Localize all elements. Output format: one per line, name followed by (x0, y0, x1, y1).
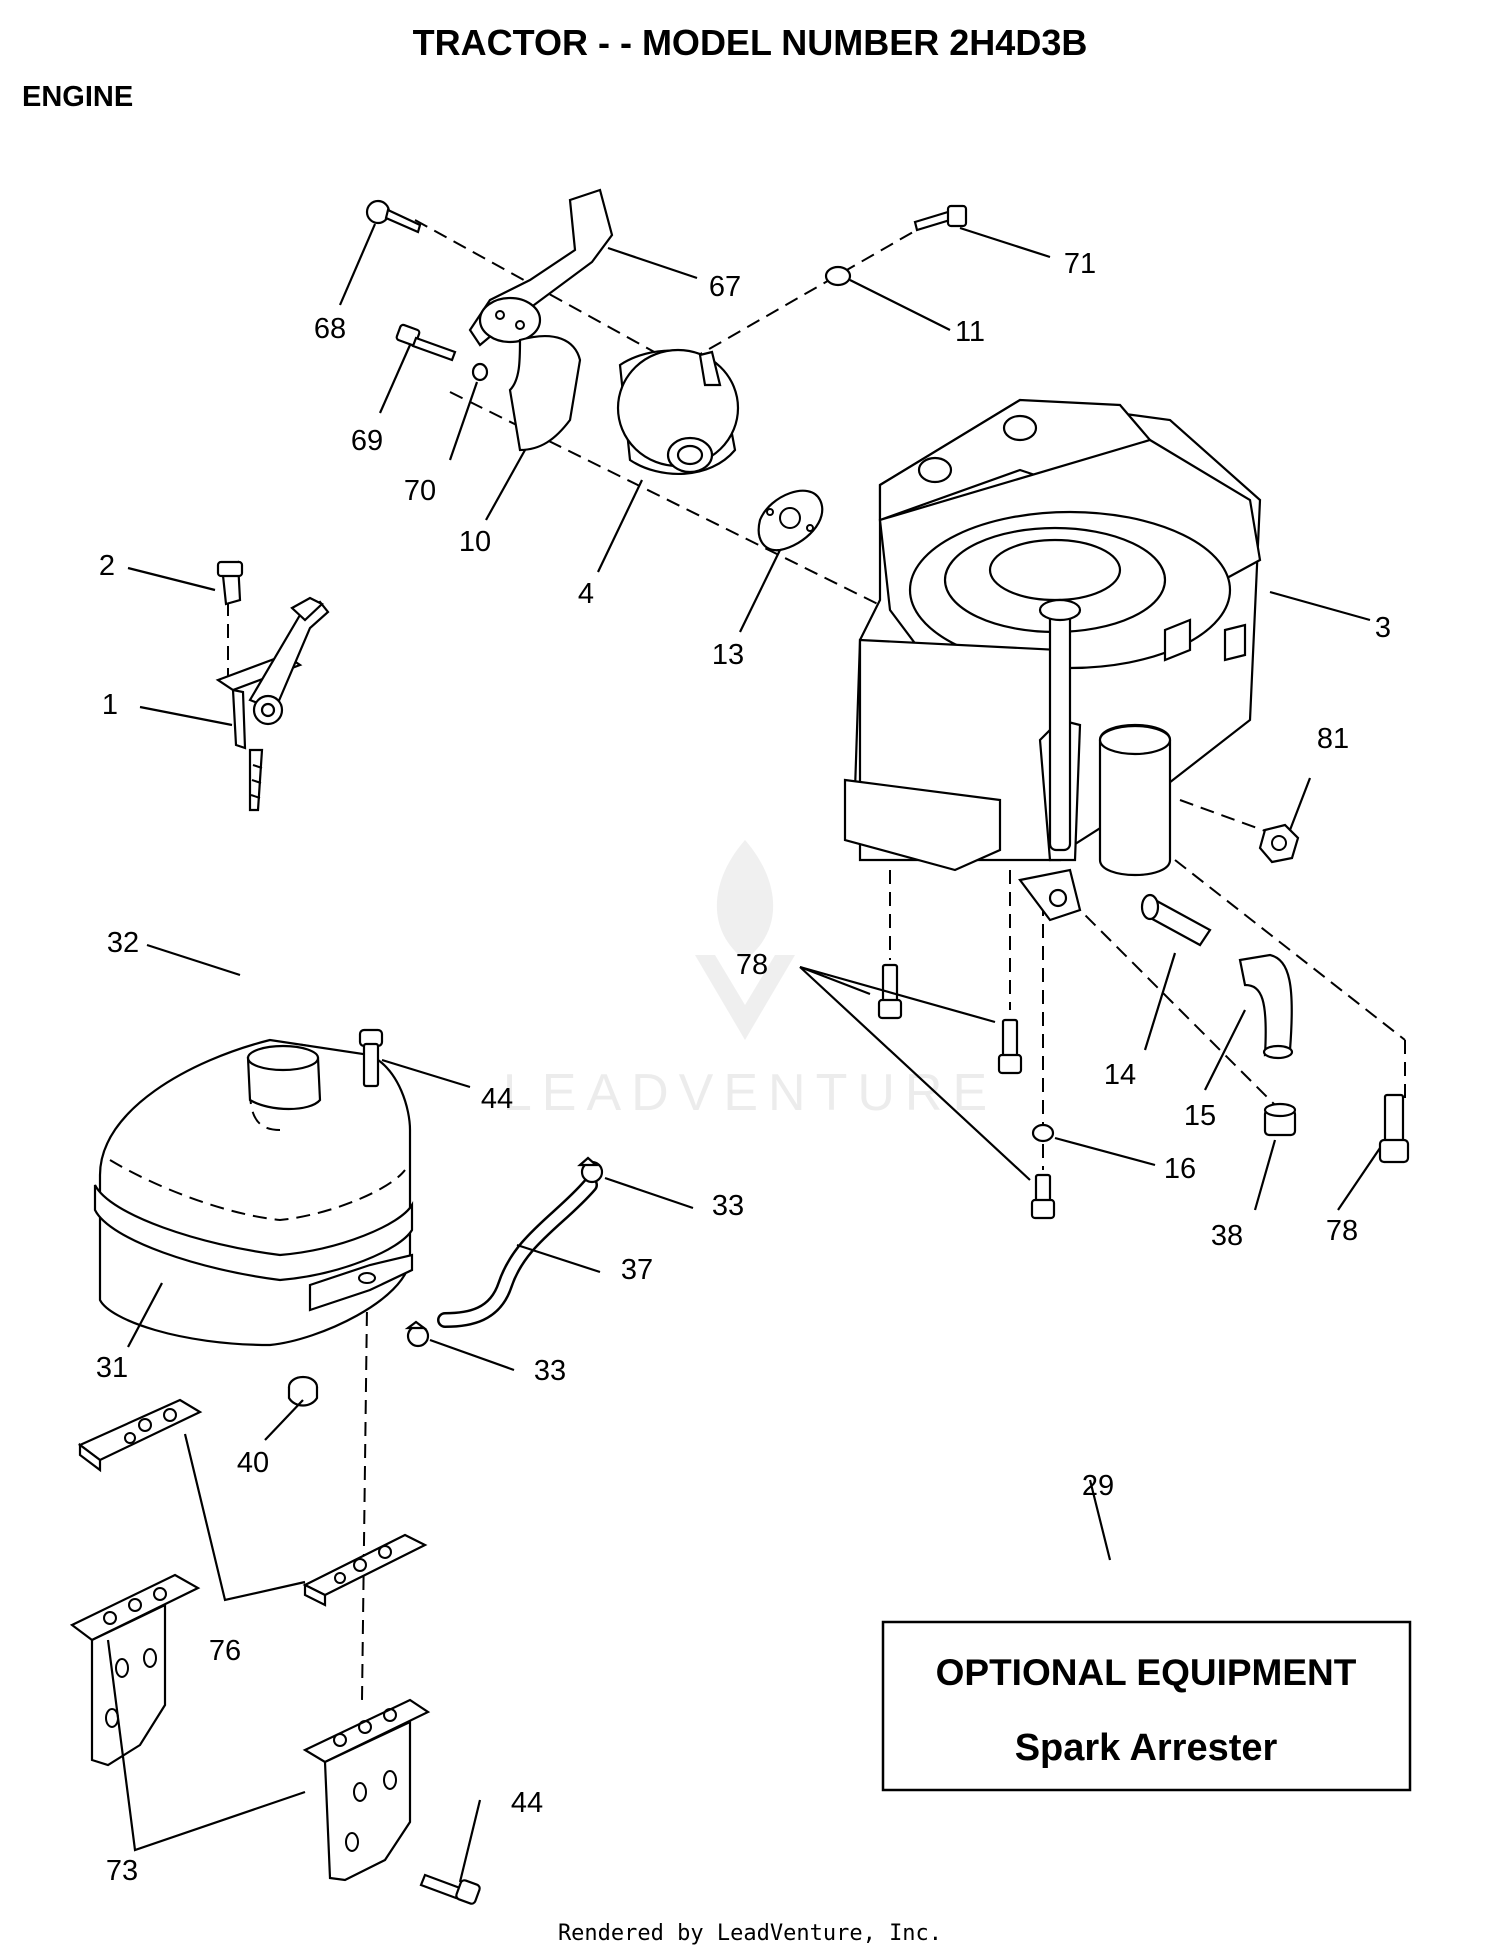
clamp-33-bottom-part (404, 1320, 430, 1348)
callout-29: 29 (1082, 1470, 1114, 1502)
callout-71: 71 (1064, 248, 1096, 280)
callout-16: 16 (1164, 1153, 1196, 1185)
clamp-33-top-part (577, 1156, 604, 1184)
callout-68: 68 (314, 313, 346, 345)
callout-40: 40 (237, 1447, 269, 1479)
pad-76-top-part (77, 1398, 203, 1473)
optional-equipment-frame (881, 1620, 1412, 1792)
optional-equipment-heading: OPTIONAL EQUIPMENT (936, 1652, 1357, 1693)
bracket-73-left-part (69, 1573, 201, 1767)
render-credit: Rendered by LeadVenture, Inc. (558, 1921, 942, 1946)
deflector-part (508, 335, 582, 452)
screw-68-part (365, 199, 422, 234)
bracket-73-right-part (302, 1698, 431, 1882)
engine-part (843, 398, 1262, 922)
callout-31: 31 (96, 1352, 128, 1384)
washer-11-part (824, 265, 852, 287)
callout-76: 76 (209, 1635, 241, 1667)
watermark-text: LEADVENTURE (503, 1064, 997, 1122)
bolt-78-left-a-part (877, 963, 903, 1020)
callout-33-bottom: 33 (534, 1355, 566, 1387)
throttle-control-assembly (215, 560, 330, 812)
callout-70: 70 (404, 475, 436, 507)
callout-73: 73 (106, 1855, 138, 1887)
callout-78-left: 78 (736, 949, 768, 981)
callout-44-top: 44 (481, 1083, 513, 1115)
callout-38: 38 (1211, 1220, 1243, 1252)
callout-78-right: 78 (1326, 1215, 1358, 1247)
optional-equipment-box: OPTIONAL EQUIPMENT Spark Arrester (881, 1620, 1412, 1792)
bolt-78-right-part (1378, 1093, 1410, 1164)
page-title: TRACTOR - - MODEL NUMBER 2H4D3B (413, 22, 1088, 63)
spacer-40-part (287, 1375, 319, 1407)
callout-4: 4 (578, 578, 594, 610)
assembly-lines (227, 219, 1406, 1701)
muffler-part (616, 348, 740, 475)
leader-lines (106, 223, 1381, 1883)
bolt-71-part (913, 204, 968, 232)
bolt-78-left-c-part (1030, 1173, 1056, 1220)
optional-equipment-item: Spark Arrester (1015, 1727, 1278, 1769)
callout-13: 13 (712, 639, 744, 671)
callout-81: 81 (1317, 723, 1349, 755)
fuel-hose-37-part (437, 1177, 598, 1328)
watermark-flame-icon (716, 840, 774, 960)
bolt-69-part (395, 323, 457, 362)
callout-14: 14 (1104, 1059, 1136, 1091)
callout-32: 32 (107, 927, 139, 959)
callout-2: 2 (99, 550, 115, 582)
washer-16-part (1031, 1123, 1055, 1143)
callout-33-top: 33 (712, 1190, 744, 1222)
callout-44-bottom: 44 (511, 1787, 543, 1819)
gasket-13-part (757, 489, 824, 552)
section-title: ENGINE (22, 81, 133, 113)
callout-37: 37 (621, 1254, 653, 1286)
screw-44-top-part (358, 1028, 384, 1088)
callout-11: 11 (955, 316, 985, 348)
elbow-15-part (1238, 953, 1294, 1060)
callout-1: 1 (102, 689, 118, 721)
cap-38-part (1263, 1102, 1297, 1137)
callouts: 1 2 3 4 10 11 13 14 15 16 29 31 32 33 33… (96, 248, 1391, 1887)
pad-76-bottom-part (302, 1533, 428, 1607)
callout-3: 3 (1375, 612, 1391, 644)
nut-81-part (1258, 823, 1300, 864)
pipe-nipple-14-part (1140, 893, 1212, 947)
callout-67: 67 (709, 271, 741, 303)
screw-44-bottom-part (419, 1873, 481, 1905)
callout-15: 15 (1184, 1100, 1216, 1132)
watermark-v-icon (695, 955, 795, 1040)
washer-70-part (471, 362, 489, 382)
fuel-tank-31-part (93, 1038, 414, 1347)
callout-10: 10 (459, 526, 491, 558)
bolt-78-left-b-part (997, 1018, 1023, 1075)
callout-69: 69 (351, 425, 383, 457)
watermark: LEADVENTURE (503, 840, 997, 1122)
heat-shield-part (468, 188, 614, 347)
